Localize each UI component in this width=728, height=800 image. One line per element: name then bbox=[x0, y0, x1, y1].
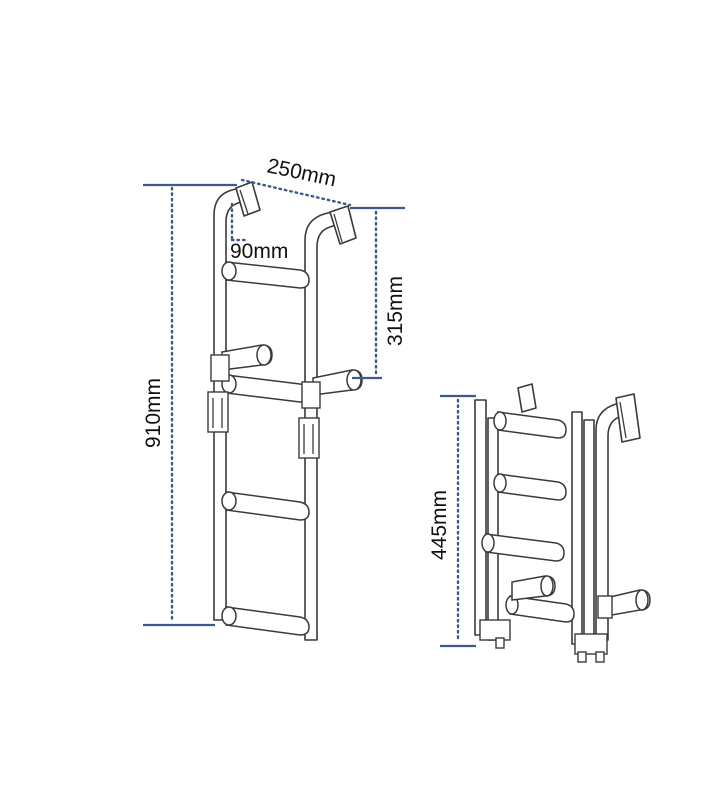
folded-standoff-right bbox=[597, 589, 651, 619]
folded-hinge-left bbox=[479, 619, 511, 641]
standoff-right bbox=[301, 369, 363, 409]
folded-ladder bbox=[474, 383, 651, 663]
depth-label: 90mm bbox=[230, 240, 288, 263]
extended-ladder bbox=[207, 181, 363, 641]
width-label: 250mm bbox=[265, 154, 338, 191]
hinge-left bbox=[207, 391, 229, 433]
folded-height-label: 445mm bbox=[428, 490, 451, 560]
step-3 bbox=[221, 491, 310, 521]
upper-height-label: 315mm bbox=[384, 276, 407, 346]
folded-step-1 bbox=[493, 411, 567, 439]
folded-standoff-left bbox=[511, 575, 556, 601]
standoff-left bbox=[210, 344, 273, 382]
step-1 bbox=[221, 261, 310, 289]
folded-step-3 bbox=[481, 533, 565, 562]
folded-step-2 bbox=[493, 473, 567, 501]
step-2 bbox=[221, 374, 310, 403]
folded-hinge-right bbox=[574, 633, 608, 655]
hinge-right bbox=[298, 417, 320, 459]
dimension-lines bbox=[143, 178, 476, 648]
step-4 bbox=[221, 606, 310, 636]
total-height-label: 910mm bbox=[142, 378, 165, 448]
